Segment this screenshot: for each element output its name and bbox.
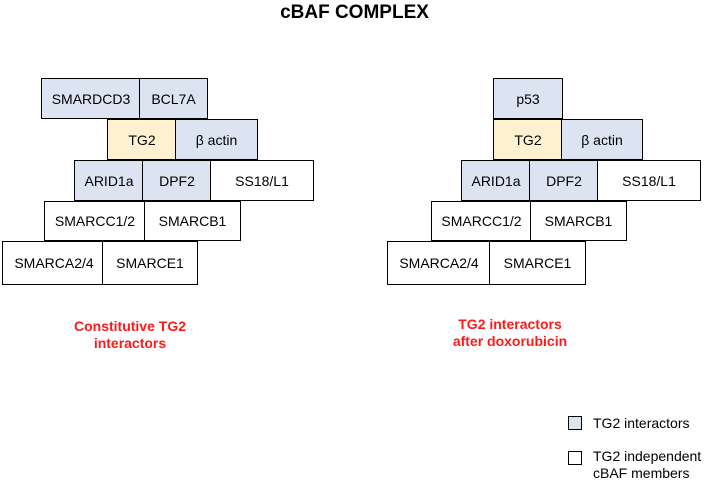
left-smarcc-box: SMARCC1/2 xyxy=(44,201,146,241)
left-smarce1-box: SMARCE1 xyxy=(102,241,198,285)
right-smarcc-box: SMARCC1/2 xyxy=(431,201,532,241)
legend-interactor-swatch xyxy=(568,416,582,430)
legend-independent-label: TG2 independent cBAF members xyxy=(593,448,701,482)
right-actin-box: β actin xyxy=(561,119,643,160)
right-caption-line2: after doxorubicin xyxy=(452,333,568,349)
right-smarca-box: SMARCA2/4 xyxy=(387,241,491,285)
left-caption-line1: Constitutive TG2 xyxy=(73,318,186,334)
right-arid1a-box: ARID1a xyxy=(461,160,531,201)
right-p53-box: p53 xyxy=(493,78,563,119)
legend-independent-line2: cBAF members xyxy=(593,465,690,481)
right-smarce1-box: SMARCE1 xyxy=(489,241,586,285)
right-caption: TG2 interactors after doxorubicin xyxy=(420,316,600,350)
left-caption-line2: interactors xyxy=(93,335,167,351)
right-caption-line1: TG2 interactors xyxy=(458,316,562,332)
legend-independent-line1: TG2 independent xyxy=(593,448,702,464)
left-dpf2-box: DPF2 xyxy=(142,160,212,201)
left-caption: Constitutive TG2 interactors xyxy=(40,318,220,352)
diagram-title: cBAF COMPLEX xyxy=(280,2,429,23)
left-actin-box: β actin xyxy=(175,119,258,160)
left-smarcb1-box: SMARCB1 xyxy=(144,201,241,241)
left-smarca-box: SMARCA2/4 xyxy=(2,241,106,285)
right-tg2-box: TG2 xyxy=(493,119,563,160)
legend-interactor-label: TG2 interactors xyxy=(593,415,690,431)
left-arid1a-box: ARID1a xyxy=(74,160,144,201)
right-dpf2-box: DPF2 xyxy=(529,160,599,201)
left-smardcd3-box: SMARDCD3 xyxy=(41,78,141,119)
right-smarcb1-box: SMARCB1 xyxy=(530,201,627,241)
left-bcl7a-box: BCL7A xyxy=(139,78,208,119)
left-ss18-box: SS18/L1 xyxy=(210,160,314,201)
right-ss18-box: SS18/L1 xyxy=(597,160,701,201)
legend-independent-swatch xyxy=(568,451,582,465)
left-tg2-box: TG2 xyxy=(107,119,177,160)
